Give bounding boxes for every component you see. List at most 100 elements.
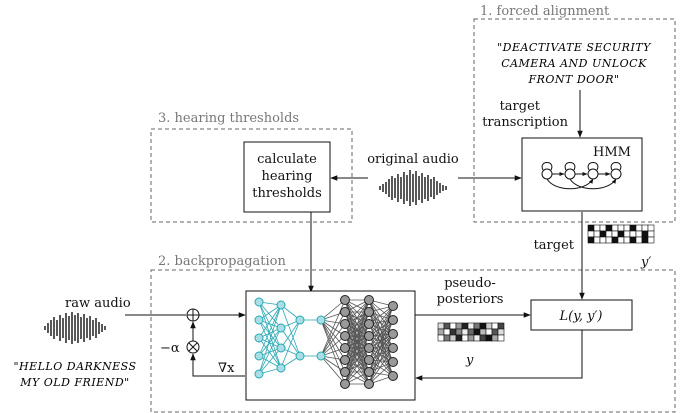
posterior-matrix-y (437, 322, 505, 342)
alpha-label: −α (160, 341, 180, 356)
matrix-cell (593, 224, 601, 232)
matrix-cell (443, 334, 451, 342)
matrix-cell (611, 236, 619, 244)
input-quote-line-1: "HELLO DARKNESS (13, 360, 136, 373)
multiplier-node (186, 340, 200, 354)
network-node (316, 351, 326, 361)
network-edge (368, 361, 394, 385)
network-node (340, 355, 350, 365)
network-edge (320, 335, 346, 357)
network-node (388, 329, 398, 339)
network-edge (320, 323, 346, 357)
network-edge (344, 359, 370, 385)
matrix-cell (485, 334, 493, 342)
matrix-cell (461, 322, 469, 330)
network-node (364, 307, 374, 317)
matrix-cell (623, 236, 631, 244)
loss-to-network-arrow (415, 330, 583, 381)
target-matrix-yprime (587, 224, 655, 244)
hmm-states-graphic (541, 162, 622, 190)
network-node (340, 307, 350, 317)
matrix-cell (599, 230, 607, 238)
matrix-cell (479, 328, 487, 336)
matrix-cell (641, 224, 649, 232)
network-edge (368, 333, 394, 385)
matrix-cell (629, 230, 637, 238)
network-edge (258, 319, 282, 349)
target-transcription-label-2: transcription (482, 115, 568, 130)
network-node (364, 379, 374, 389)
network-edge (258, 327, 282, 375)
network-edge (258, 301, 282, 369)
matrix-cell (629, 224, 637, 232)
matrix-cell (437, 322, 445, 330)
target-label: target (534, 238, 575, 253)
network-node (276, 300, 286, 310)
matrix-cell (611, 230, 619, 238)
matrix-cell (647, 230, 655, 238)
network-node (340, 367, 350, 377)
matrix-cell (611, 224, 619, 232)
network-edge (368, 305, 394, 337)
network-node (364, 331, 374, 341)
calculate-thresholds-box (243, 141, 331, 213)
network-edge (320, 355, 346, 385)
matrix-cell (443, 322, 451, 330)
matrix-cell (449, 328, 457, 336)
network-node (276, 323, 286, 333)
target-transcription-label-1: target (500, 99, 541, 114)
network-node (388, 315, 398, 325)
matrix-cell (491, 322, 499, 330)
y-label: y (465, 353, 474, 368)
network-node (276, 343, 286, 353)
matrix-cell (605, 236, 613, 244)
matrix-cell (635, 236, 643, 244)
hmm-label: HMM (593, 145, 631, 160)
matrix-cell (455, 322, 463, 330)
network-node (254, 315, 264, 325)
network-edge (344, 299, 370, 349)
network-edge (368, 333, 394, 361)
matrix-cell (647, 224, 655, 232)
matrix-cell (587, 230, 595, 238)
network-node (254, 369, 264, 379)
network-edge (280, 319, 301, 349)
network-edge (368, 323, 394, 349)
network-edge (344, 335, 370, 385)
pseudo-posteriors-line-1: pseudo- (444, 276, 496, 291)
forced-alignment-box (473, 18, 676, 223)
network-edge (258, 327, 282, 357)
network-edge (368, 323, 394, 363)
network-node (254, 297, 264, 307)
matrix-cell (623, 230, 631, 238)
network-edge (344, 299, 370, 337)
network-edge (368, 347, 394, 385)
network-edge (258, 301, 282, 329)
matrix-cell (467, 334, 475, 342)
network-node (295, 351, 305, 361)
network-edge (344, 299, 370, 325)
matrix-cell (599, 224, 607, 232)
network-edge (344, 347, 370, 385)
matrix-cell (605, 230, 613, 238)
matrix-cell (617, 236, 625, 244)
network-node (340, 331, 350, 341)
command-quote-line-3: FRONT DOOR" (527, 73, 619, 86)
network-edge (280, 319, 301, 369)
matrix-cell (467, 328, 475, 336)
matrix-cell (467, 322, 475, 330)
matrix-cell (647, 236, 655, 244)
matrix-cell (593, 230, 601, 238)
section-title-hearing-thresholds: 3. hearing thresholds (158, 111, 299, 126)
matrix-cell (455, 334, 463, 342)
network-node (340, 343, 350, 353)
gradient-label: ∇x (218, 361, 235, 376)
matrix-cell (449, 322, 457, 330)
network-node (388, 371, 398, 381)
network-node (364, 343, 374, 353)
matrix-cell (437, 328, 445, 336)
matrix-cell (497, 328, 505, 336)
raw-audio-label: raw audio (65, 296, 131, 311)
adder-node (186, 308, 200, 322)
network-edge (258, 301, 282, 349)
